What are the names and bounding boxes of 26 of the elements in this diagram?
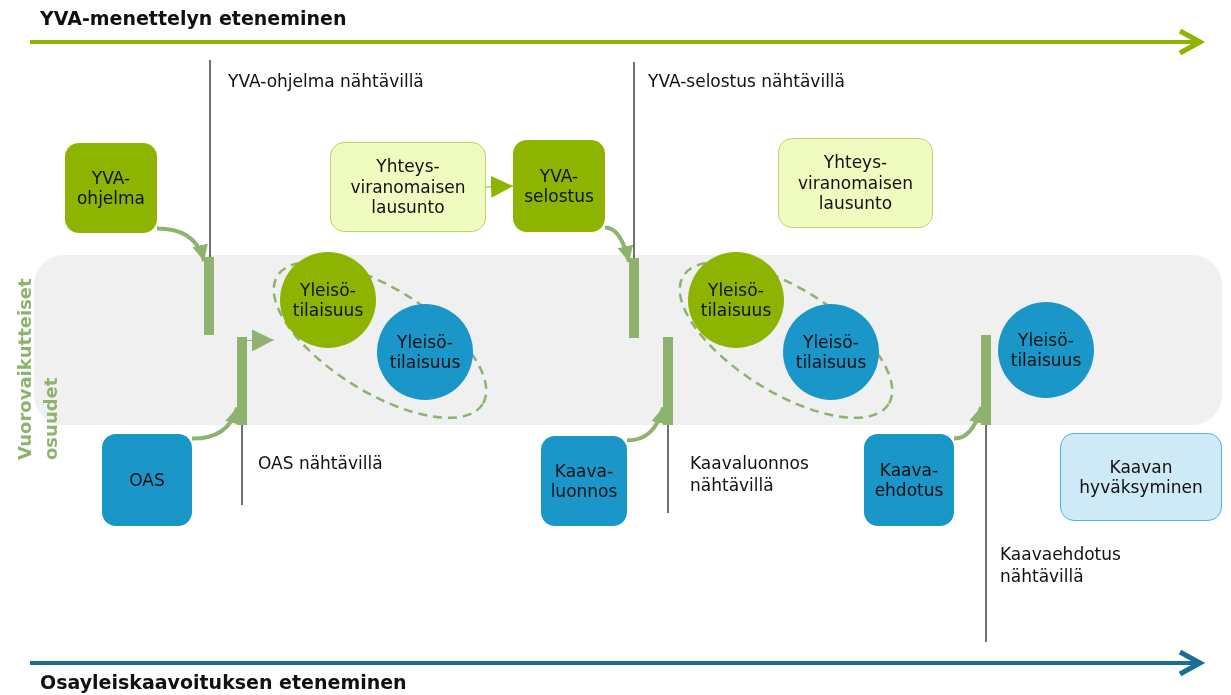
process-box: Kaava-luonnos [541, 436, 627, 526]
timeline-heading: Osayleiskaavoituksen eteneminen [40, 670, 407, 695]
milestone-label: YVA-selostus nähtävillä [648, 70, 845, 93]
process-box: YVA-selostus [513, 140, 605, 232]
milestone-bar [237, 337, 247, 425]
milestone-bar [981, 335, 991, 425]
arrow [246, 329, 275, 352]
process-box: Kaava-ehdotus [864, 434, 954, 526]
milestone-bar [663, 337, 673, 425]
milestone-label: YVA-ohjelma nähtävillä [228, 70, 424, 93]
milestone-label: Kaavaluonnos nähtävillä [690, 452, 810, 497]
milestone-label: Kaavaehdotus nähtävillä [1000, 543, 1122, 588]
process-box: Kaavan hyväksyminen [1060, 433, 1222, 521]
milestone-label: OAS nähtävillä [258, 452, 383, 475]
process-box: YVA-ohjelma [65, 143, 157, 233]
arrow [604, 225, 633, 263]
milestone-bar [204, 257, 214, 335]
process-box: OAS [102, 434, 192, 526]
timeline-heading: YVA-menettelyn eteneminen [40, 6, 347, 31]
milestone-bar [629, 258, 639, 338]
process-box: Yhteys-viranomaisen lausunto [330, 142, 486, 232]
arrow [191, 406, 240, 441]
band-title: Vuorovaikutteiset osuudet [13, 277, 63, 460]
arrow [485, 175, 514, 198]
arrow [156, 226, 208, 262]
process-box: Yhteys-viranomaisen lausunto [778, 138, 933, 228]
